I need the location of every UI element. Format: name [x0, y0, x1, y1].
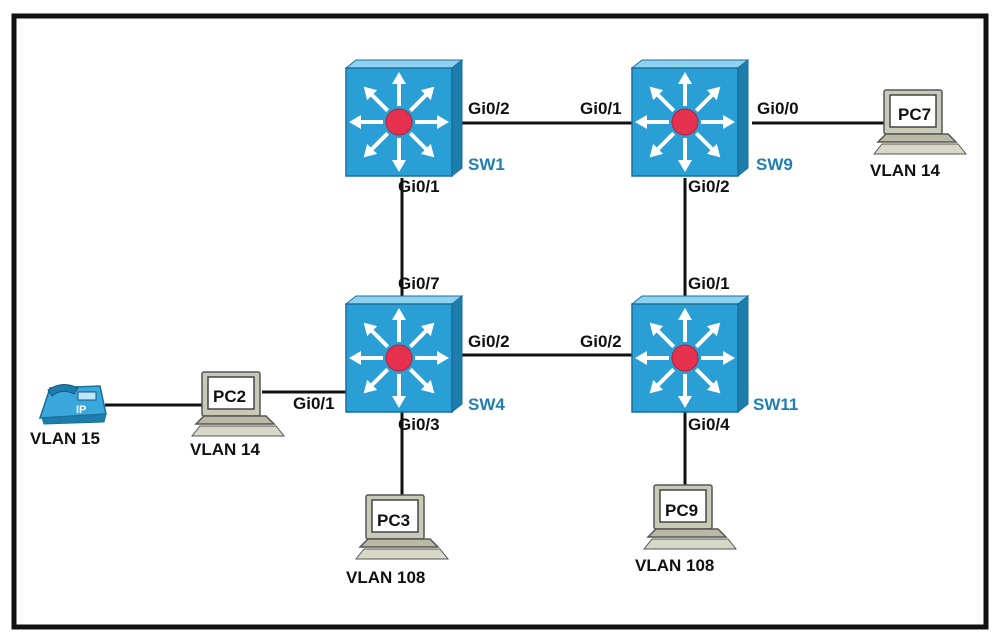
port-label-sw1-gi0-2: Gi0/2 [468, 99, 510, 118]
switch-sw9[interactable] [630, 58, 750, 178]
switch-hub-icon [671, 108, 699, 136]
port-label-sw11-gi0-4: Gi0/4 [688, 415, 730, 434]
switch-arrowhead [649, 322, 664, 337]
pc-screen [659, 489, 707, 523]
port-label-sw11-gi0-2: Gi0/2 [580, 332, 622, 351]
switch-arrowhead [420, 143, 435, 158]
pc-keyboard-icon [190, 425, 286, 437]
pc-screen [371, 499, 419, 533]
switch-label-sw1: SW1 [468, 155, 505, 174]
vlan-label-phone: VLAN 15 [30, 429, 100, 448]
switch-arrowhead [678, 396, 692, 408]
switch-side-face [451, 58, 463, 178]
switch-arrowhead [723, 115, 735, 129]
pc-label-pc2: PC2 [213, 387, 246, 406]
switch-arrowhead [649, 86, 664, 101]
switch-arrowhead [392, 160, 406, 172]
switch-arrowhead [392, 308, 406, 320]
switch-arrowhead [420, 322, 435, 337]
port-label-sw11-gi0-1: Gi0/1 [688, 274, 730, 293]
ip-phone[interactable]: IP [38, 384, 107, 425]
switch-side-face [737, 294, 749, 414]
diagram-frame [11, 13, 989, 630]
switch-arrowhead [706, 143, 721, 158]
phone-display [77, 391, 97, 401]
pc-keyboard-icon [354, 548, 450, 560]
pc-pc2[interactable] [190, 371, 286, 437]
switch-top-face [630, 59, 750, 69]
switch-arrowhead [723, 351, 735, 365]
switch-arrowhead [349, 115, 361, 129]
switch-label-sw11: SW11 [753, 395, 798, 414]
switch-arrowhead [678, 308, 692, 320]
switch-side-face [737, 58, 749, 178]
switch-sw4[interactable] [344, 294, 464, 414]
port-label-sw4-gi0-7: Gi0/7 [398, 274, 440, 293]
switch-arrowhead [678, 72, 692, 84]
pc-base-icon [358, 538, 440, 548]
port-label-sw9-gi0-0: Gi0/0 [757, 99, 799, 118]
switch-arrowhead [420, 86, 435, 101]
switch-arrowhead [437, 115, 449, 129]
pc-label-pc7: PC7 [898, 105, 931, 124]
vlan-label-pc7: VLAN 14 [870, 161, 940, 180]
pc-label-pc9: PC9 [665, 501, 698, 520]
vlan-label-pc3: VLAN 108 [346, 568, 425, 587]
switch-arrowhead [363, 322, 378, 337]
switch-arrowhead [678, 160, 692, 172]
switch-hub-icon [385, 108, 413, 136]
switch-label-sw4: SW4 [468, 395, 505, 414]
pc-pc9[interactable] [642, 484, 738, 550]
switch-hub-icon [385, 344, 413, 372]
switch-arrowhead [635, 351, 647, 365]
switch-arrowhead [363, 379, 378, 394]
port-label-sw4-gi0-1: Gi0/1 [293, 394, 335, 413]
switch-top-face [344, 59, 464, 69]
links [105, 121, 890, 498]
pc-keyboard-icon [872, 143, 968, 155]
port-label-sw9-gi0-1: Gi0/1 [580, 99, 622, 118]
port-label-sw1-gi0-1: Gi0/1 [398, 177, 440, 196]
switch-arrowhead [392, 72, 406, 84]
phone-handset [47, 384, 79, 397]
switch-arrowhead [706, 322, 721, 337]
pc-keyboard-icon [642, 538, 738, 550]
switch-arrowhead [706, 379, 721, 394]
phone-ip-label: IP [76, 404, 86, 416]
switch-arrowhead [437, 351, 449, 365]
pc-base-icon [194, 415, 276, 425]
switch-sw1[interactable] [344, 58, 464, 178]
switch-arrowhead [649, 379, 664, 394]
pc-pc3[interactable] [354, 494, 450, 560]
switch-arrowhead [635, 115, 647, 129]
switch-arrowhead [706, 86, 721, 101]
pc-pc7[interactable] [872, 89, 968, 155]
switch-arrowhead [363, 143, 378, 158]
switch-arrowhead [420, 379, 435, 394]
vlan-label-pc2: VLAN 14 [190, 440, 260, 459]
switch-top-face [344, 295, 464, 305]
switch-arrowhead [363, 86, 378, 101]
pc-base-icon [876, 133, 958, 143]
switch-arrowhead [649, 143, 664, 158]
switch-top-face [630, 295, 750, 305]
switch-side-face [451, 294, 463, 414]
phone-base [41, 413, 107, 425]
switch-arrowhead [392, 396, 406, 408]
pc-base-icon [646, 528, 728, 538]
switch-arrowhead [349, 351, 361, 365]
pc-label-pc3: PC3 [377, 511, 410, 530]
port-label-sw9-gi0-2: Gi0/2 [688, 177, 730, 196]
vlan-label-pc9: VLAN 108 [635, 556, 714, 575]
switch-label-sw9: SW9 [756, 155, 793, 174]
pc-screen [889, 94, 937, 128]
switch-sw11[interactable] [630, 294, 750, 414]
port-label-sw4-gi0-2: Gi0/2 [468, 332, 510, 351]
pc-screen [207, 376, 255, 410]
switch-hub-icon [671, 344, 699, 372]
port-label-sw4-gi0-3: Gi0/3 [398, 415, 440, 434]
